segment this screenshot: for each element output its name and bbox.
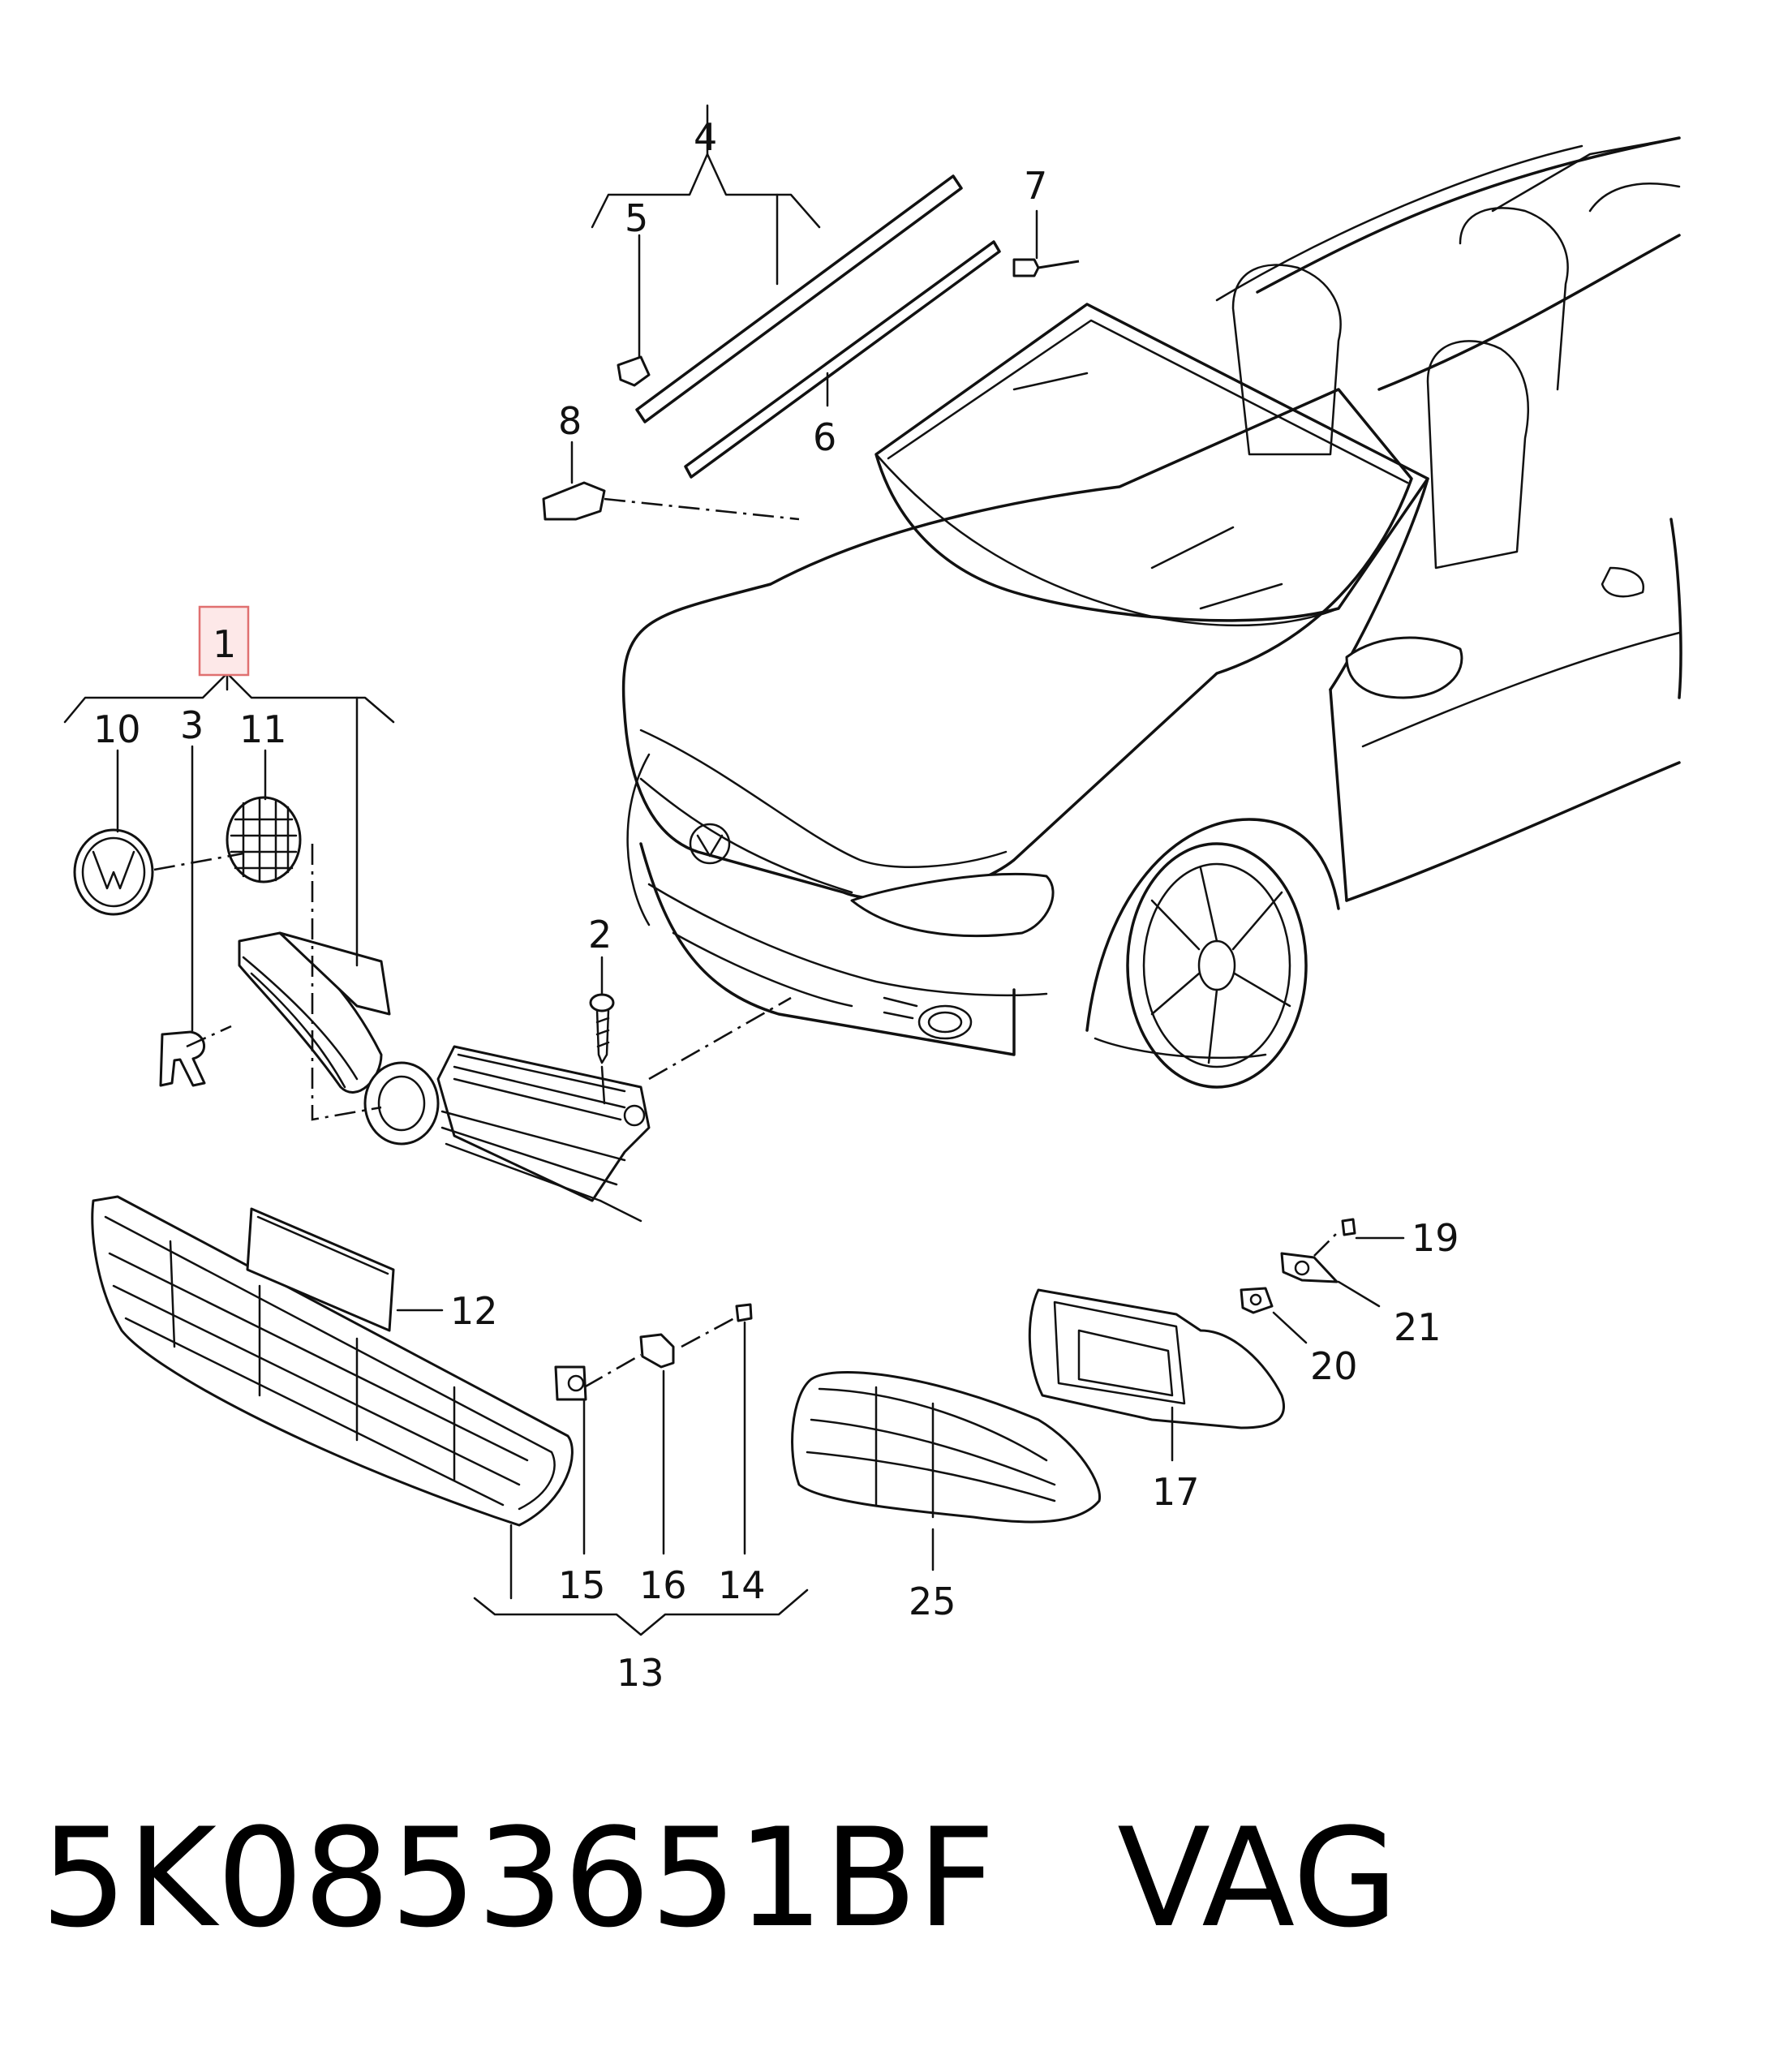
callout-1[interactable]: 1 [213,622,236,666]
callout-16[interactable]: 16 [639,1563,687,1607]
callout-11[interactable]: 11 [239,707,287,751]
callout-12[interactable]: 12 [450,1289,498,1333]
bracket-8 [542,481,606,521]
callout-25[interactable]: 25 [909,1580,956,1623]
callout-13[interactable]: 13 [617,1651,664,1695]
highlight-box-callout-1 [198,605,250,677]
car-outline [621,136,1682,1089]
part-caption: 5K0853651BF VAG [41,1797,1744,1959]
callout-8[interactable]: 8 [558,399,582,443]
r-emblem-part-3 [159,1030,206,1087]
callout-20[interactable]: 20 [1310,1344,1358,1388]
callout-10[interactable]: 10 [93,707,141,751]
vw-emblem-part-10 [73,828,154,916]
callout-5[interactable]: 5 [625,196,648,240]
lower-clips [554,1303,753,1401]
mesh-part-11 [226,796,302,883]
callout-4[interactable]: 4 [694,115,717,159]
callout-14[interactable]: 14 [718,1563,766,1607]
bolt-7 [1012,258,1080,277]
upper-grille [238,931,651,1223]
moulding-strips [542,174,1080,521]
lower-grille [91,1195,574,1527]
callout-7[interactable]: 7 [1024,164,1047,208]
housing-clips [1240,1218,1356,1314]
leader-lines [63,104,1405,1636]
callout-21[interactable]: 21 [1394,1305,1442,1349]
part-number: 5K0853651BF [41,1799,996,1958]
callout-labels: 1 2 3 4 5 6 7 8 10 11 12 13 14 15 16 17 … [93,115,1459,1695]
callout-19[interactable]: 19 [1412,1216,1459,1260]
callout-3[interactable]: 3 [180,703,204,747]
plate-bracket-part-12 [246,1207,395,1332]
brand-name: VAG [1117,1799,1399,1958]
fog-housing-part-17 [1028,1288,1285,1429]
fog-grille-part-25 [791,1371,1102,1524]
screw-part-2 [589,993,615,1064]
callout-15[interactable]: 15 [558,1563,606,1607]
callout-2[interactable]: 2 [588,913,612,956]
callout-6[interactable]: 6 [813,415,836,459]
clip-5 [617,355,651,387]
callout-17[interactable]: 17 [1152,1470,1200,1514]
